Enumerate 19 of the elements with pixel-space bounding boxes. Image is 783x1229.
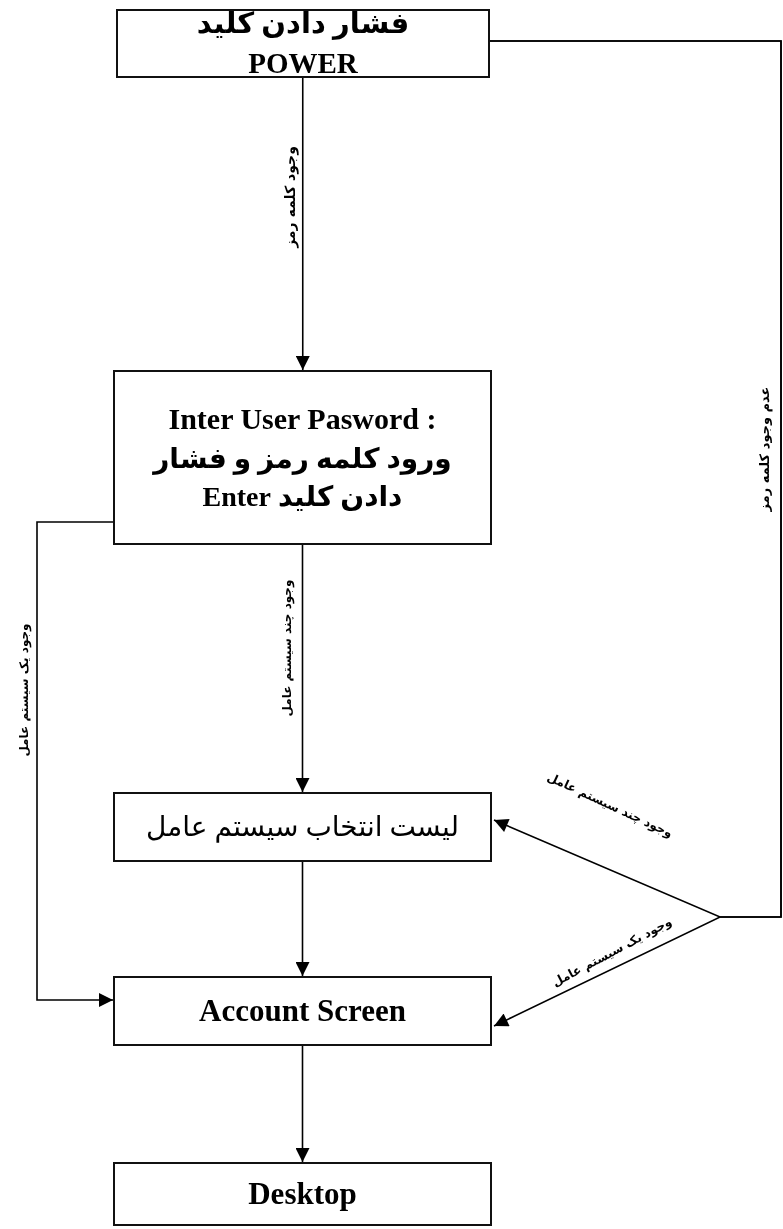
arrow <box>36 521 114 1007</box>
process-box <box>113 370 492 545</box>
box-text: Inter User Pasword : <box>168 401 437 438</box>
box-text: فشار دادن کلید POWER <box>195 6 411 81</box>
box-text: لیست انتخاب سیستم عامل <box>146 810 459 845</box>
process-box <box>113 1162 492 1226</box>
process-box <box>116 9 490 78</box>
process-box <box>113 792 492 862</box>
box-text: Desktop <box>248 1175 357 1214</box>
process-box <box>113 976 492 1046</box>
arrow <box>295 1045 310 1163</box>
edge-label: وجود کلمه رمز <box>282 144 298 250</box>
arrow <box>295 77 310 371</box>
edge-label: وجود یک سیستم عامل <box>17 621 31 759</box>
arrow <box>295 861 310 977</box>
box-text: Account Screen <box>199 992 406 1031</box>
arrow <box>295 544 310 793</box>
box-text: ورود کلمه رمز و فشار دادن کلید Enter <box>151 441 453 514</box>
edge-label: وجود چند سیستم عامل <box>280 577 294 719</box>
